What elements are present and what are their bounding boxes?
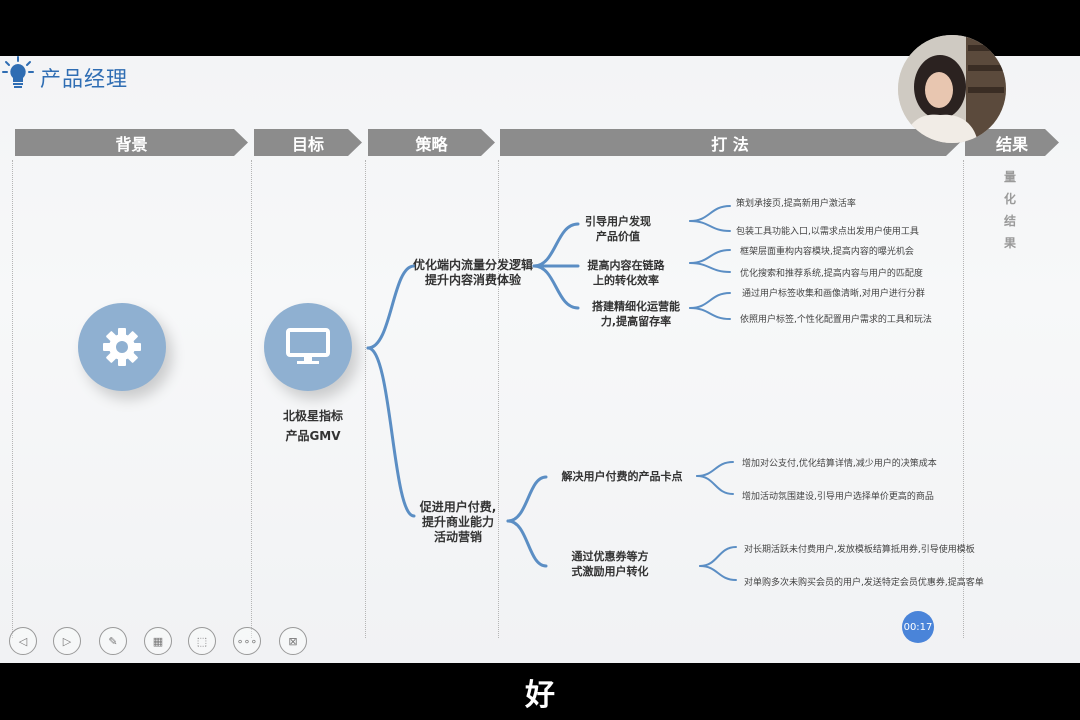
detail-item: 包装工具功能入口,以需求点出发用户使用工具 [736,227,919,237]
detail-item: 策划承接页,提高新用户激活率 [736,199,856,209]
tactic-1-line-2: 产品价值 [596,230,640,243]
strategy-2: 促进用户付费, 提升商业能力 活动营销 [412,500,504,545]
goal-line-2: 产品GMV [285,429,341,443]
more-button[interactable]: ∘∘∘ [233,627,261,655]
header-goal: 目标 [254,129,362,156]
tactic-2: 提高内容在链路 上的转化效率 [580,258,672,288]
tactic-1-line-1: 引导用户发现 [585,215,651,228]
goal-line-1: 北极星指标 [282,409,343,423]
prev-slide-button[interactable]: ◁ [9,627,37,655]
mindmap-connectors [366,205,737,581]
tactic-3-line-2: 力,提高留存率 [600,315,672,328]
tactic-5-line-1: 通过优惠券等方 [571,550,649,563]
header-tactics: 打 法 [500,129,960,156]
presenter-avatar [898,35,1006,143]
strategy-2-line-2: 提升商业能力 [421,515,494,529]
strategy-2-line-3: 活动营销 [433,530,482,544]
gear-icon [103,328,141,366]
tactic-4: 解决用户付费的产品卡点 [548,469,696,484]
result-char: 量 [1003,170,1016,184]
monitor-circle [264,303,352,391]
pointer-icon: ⬚ [196,634,208,648]
strategy-1-line-1: 优化端内流量分发逻辑 [412,258,533,272]
presentation-slide: 产品经理 背景 目标 策略 打 法 结果 [0,56,1080,663]
gear-circle [78,303,166,391]
more-dots-icon: ∘∘∘ [236,634,258,648]
arrow-left-icon: ◁ [18,634,28,648]
tactic-3-line-1: 搭建精细化运营能 [592,300,680,313]
exit-icon: ⊠ [288,634,298,648]
strategy-2-line-1: 促进用户付费, [419,500,497,514]
detail-item: 依照用户标签,个性化配置用户需求的工具和玩法 [740,315,932,325]
next-slide-button[interactable]: ▷ [53,627,81,655]
tactic-2-line-2: 上的转化效率 [593,274,659,287]
detail-item: 通过用户标签收集和画像清晰,对用户进行分群 [742,289,925,299]
detail-item: 增加活动氛围建设,引导用户选择单价更高的商品 [742,492,934,502]
detail-item: 对长期活跃未付费用户,发放模板结算抵用券,引导使用模板 [744,545,975,555]
recording-timer: 00:17 [902,611,934,643]
video-letterbox-bottom [0,663,1080,720]
tactic-3: 搭建精细化运营能 力,提高留存率 [584,299,688,329]
tactic-4-line-1: 解决用户付费的产品卡点 [561,470,683,483]
detail-item: 框架层面重构内容模块,提高内容的曝光机会 [740,247,914,257]
detail-item: 增加对公支付,优化结算详情,减少用户的决策成本 [742,459,937,469]
exit-slideshow-button[interactable]: ⊠ [279,627,307,655]
tactic-1: 引导用户发现 产品价值 [578,214,658,244]
column-divider [12,160,13,638]
column-divider [963,160,964,638]
result-char: 化 [1003,192,1016,206]
tactic-2-line-1: 提高内容在链路 [587,259,665,272]
header-background: 背景 [15,129,248,156]
column-divider [365,160,366,638]
video-letterbox-top [0,0,1080,56]
detail-item: 对单购多次未购买会员的用户,发送特定会员优惠券,提高客单 [744,578,984,588]
goal-text: 北极星指标 产品GMV [272,409,354,444]
monitor-icon [286,328,330,364]
tactic-5-line-2: 式激励用户转化 [571,565,649,578]
tactic-5: 通过优惠券等方 式激励用户转化 [558,549,662,579]
pointer-button[interactable]: ⬚ [188,627,216,655]
strategy-1: 优化端内流量分发逻辑 提升内容消费体验 [408,258,538,288]
detail-item: 优化搜索和推荐系统,提高内容与用户的匹配度 [740,269,923,279]
presenter-webcam [898,35,1006,143]
arrow-right-icon: ▷ [62,634,72,648]
pen-tool-button[interactable]: ✎ [99,627,127,655]
page-title: 产品经理 [40,67,128,91]
slides-grid-icon: ▦ [152,634,164,648]
pen-icon: ✎ [108,634,118,648]
strategy-1-line-2: 提升内容消费体验 [424,273,521,287]
result-text: 量 化 结 果 [1003,166,1017,254]
subtitle-caption: 好 [525,677,555,713]
header-strategy: 策略 [368,129,495,156]
result-char: 结 [1003,214,1016,228]
slide-overview-button[interactable]: ▦ [144,627,172,655]
column-divider [251,160,252,638]
column-divider [498,160,499,638]
result-char: 果 [1003,236,1016,250]
lightbulb-icon [2,56,34,88]
